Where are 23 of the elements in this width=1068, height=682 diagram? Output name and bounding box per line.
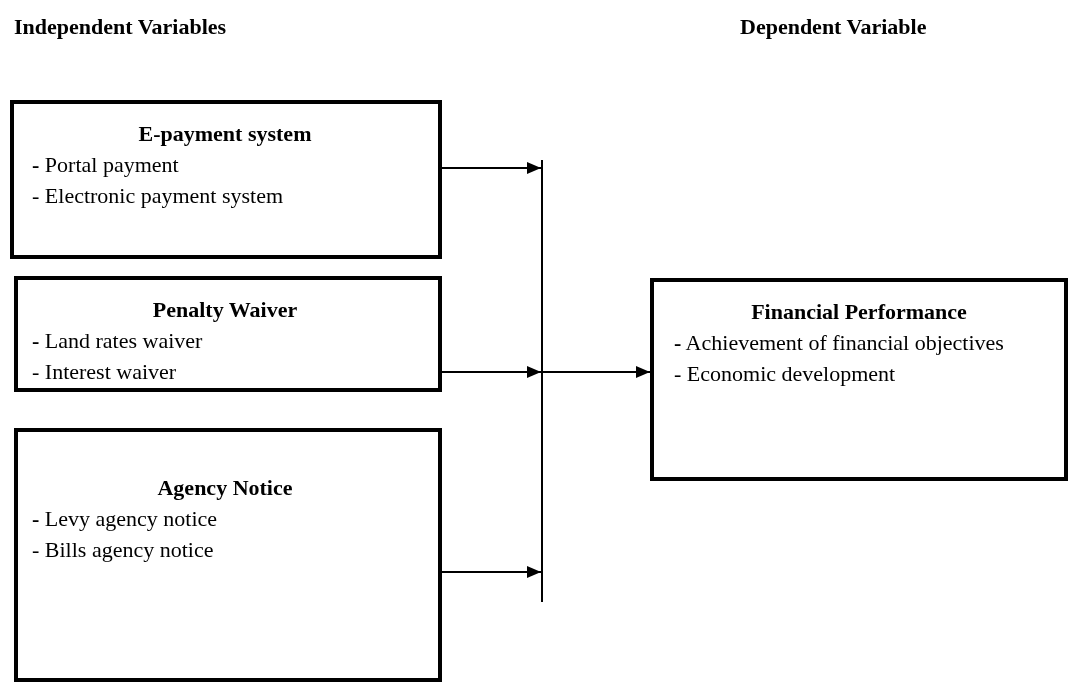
list-item: - Economic development xyxy=(674,360,897,388)
list-item: - Land rates waiver xyxy=(32,327,204,355)
arrow xyxy=(441,162,542,174)
box-heading: E-payment system xyxy=(137,120,313,148)
vertical-line xyxy=(541,160,543,602)
box-heading: Financial Performance xyxy=(750,298,968,326)
arrow xyxy=(542,366,651,378)
box-heading: Agency Notice xyxy=(156,474,294,502)
list-item: - Interest waiver xyxy=(32,358,178,386)
variable-box xyxy=(650,278,1068,481)
list-item: - Electronic payment system xyxy=(32,182,285,210)
variable-box xyxy=(10,100,442,259)
list-item: - Achievement of financial objectives xyxy=(674,329,1005,357)
list-item: - Bills agency notice xyxy=(32,536,215,564)
list-item: - Portal payment xyxy=(32,151,180,179)
column-heading: Independent Variables xyxy=(14,14,227,40)
arrow xyxy=(441,566,542,578)
box-heading: Penalty Waiver xyxy=(151,296,299,324)
column-heading: Dependent Variable xyxy=(740,14,927,40)
list-item: - Levy agency notice xyxy=(32,505,219,533)
arrow xyxy=(441,366,542,378)
variable-box xyxy=(14,276,442,392)
variable-box xyxy=(14,428,442,682)
